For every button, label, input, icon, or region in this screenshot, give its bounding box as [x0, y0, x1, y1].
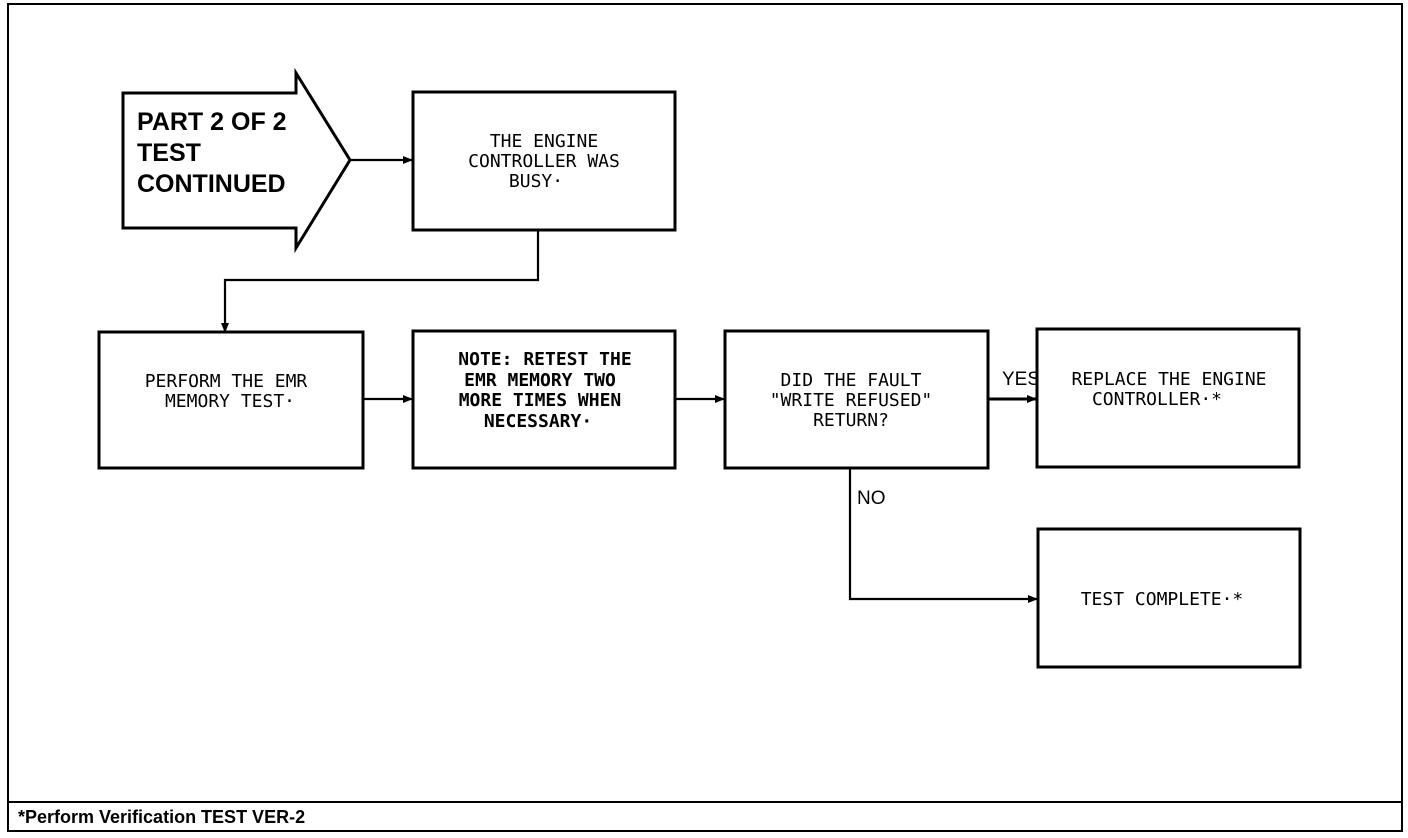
box-text: PERFORM THE EMR	[145, 371, 308, 392]
footer-note: *Perform Verification TEST VER-2	[18, 807, 306, 827]
page-frame	[7, 3, 1403, 832]
no-label: NO	[857, 488, 886, 509]
footer-divider	[7, 801, 1403, 803]
edge-busy-to-perform	[221, 230, 540, 333]
box-text: RETURN?	[813, 410, 889, 431]
box-note-retest: NOTE: RETEST THE EMR MEMORY TWO MORE TIM…	[411, 329, 677, 470]
flowchart: PART 2 OF 2 TEST CONTINUED YES NO THE EN…	[97, 67, 1302, 669]
yes-label: YES	[1002, 369, 1040, 390]
start-arrow: PART 2 OF 2 TEST CONTINUED	[121, 67, 352, 254]
box-perform-emr: PERFORM THE EMR MEMORY TEST·	[97, 330, 365, 470]
box-text: BUSY·	[509, 171, 563, 192]
box-text: "WRITE REFUSED"	[770, 390, 933, 411]
box-replace-controller: REPLACE THE ENGINE CONTROLLER·*	[1035, 327, 1301, 469]
box-text: MORE TIMES WHEN	[459, 390, 622, 411]
box-text: REPLACE THE ENGINE	[1071, 369, 1266, 390]
box-text: TEST COMPLETE·*	[1081, 589, 1244, 610]
box-decision: DID THE FAULT "WRITE REFUSED" RETURN?	[723, 329, 990, 470]
box-text: THE ENGINE	[490, 131, 598, 152]
box-text: NOTE: RETEST THE	[458, 349, 631, 370]
start-line-2: TEST	[137, 139, 201, 167]
box-text: CONTROLLER·*	[1092, 389, 1222, 410]
box-text: DID THE FAULT	[781, 370, 922, 391]
box-text: NECESSARY·	[484, 411, 592, 432]
box-text: CONTROLLER WAS	[468, 151, 620, 172]
box-text: MEMORY TEST·	[165, 391, 295, 412]
start-line-3: CONTINUED	[137, 170, 286, 198]
box-text: EMR MEMORY TWO	[464, 370, 616, 391]
edge-decision-to-complete	[848, 468, 1038, 603]
start-line-1: PART 2 OF 2	[137, 108, 287, 136]
box-controller-busy: THE ENGINE CONTROLLER WAS BUSY·	[411, 90, 677, 232]
box-test-complete: TEST COMPLETE·*	[1036, 527, 1302, 669]
